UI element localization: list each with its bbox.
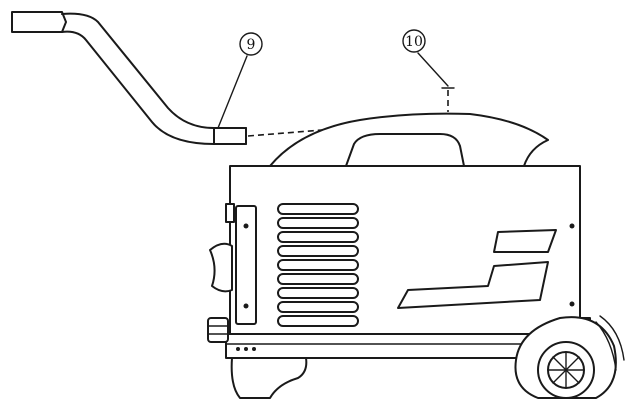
handle (11, 11, 247, 145)
panel-cutout-lower (397, 261, 549, 309)
louver (277, 245, 359, 257)
callout-10-circle (402, 29, 426, 53)
louver (277, 273, 359, 285)
front-plate-screw-top (243, 223, 249, 229)
louver (277, 231, 359, 243)
front-knob (209, 242, 233, 293)
top-handle-housing (269, 112, 549, 167)
front-plate-screw-bottom (243, 303, 249, 309)
louver (277, 259, 359, 271)
callout-10-label: 10 (405, 34, 423, 50)
handle-grip (11, 11, 67, 33)
front-foot (230, 357, 308, 399)
callout-9: 9 (217, 32, 263, 129)
handle-bar-top (61, 12, 247, 129)
louver (277, 301, 359, 313)
base-hole (244, 347, 248, 351)
callout-9-leader (217, 55, 248, 129)
front-connector (207, 317, 229, 343)
louver (277, 203, 359, 215)
wheel (514, 315, 625, 399)
base-hole (252, 347, 256, 351)
louver (277, 315, 359, 327)
callout-10-leader (417, 52, 449, 87)
wheel-spoke (552, 356, 580, 384)
panel-cutout-upper (493, 229, 557, 253)
cable (599, 315, 625, 361)
side-screw-top (569, 223, 575, 229)
front-switch (225, 203, 235, 223)
vent-louvers (277, 203, 359, 327)
handle-bar-bottom (61, 30, 247, 145)
cable (595, 321, 617, 371)
cabinet (209, 165, 581, 335)
top-handle-grip-opening (345, 133, 465, 167)
callout-9-circle (239, 32, 263, 56)
callout-10: 10 (402, 29, 449, 87)
front-plate (235, 205, 257, 325)
base-hole (236, 347, 240, 351)
assembly-line (247, 129, 323, 137)
side-screw-bottom (569, 301, 575, 307)
callout-9-label: 9 (247, 37, 256, 53)
louver (277, 287, 359, 299)
handle-tube-end (213, 127, 247, 145)
louver (277, 217, 359, 229)
screw (441, 87, 455, 112)
